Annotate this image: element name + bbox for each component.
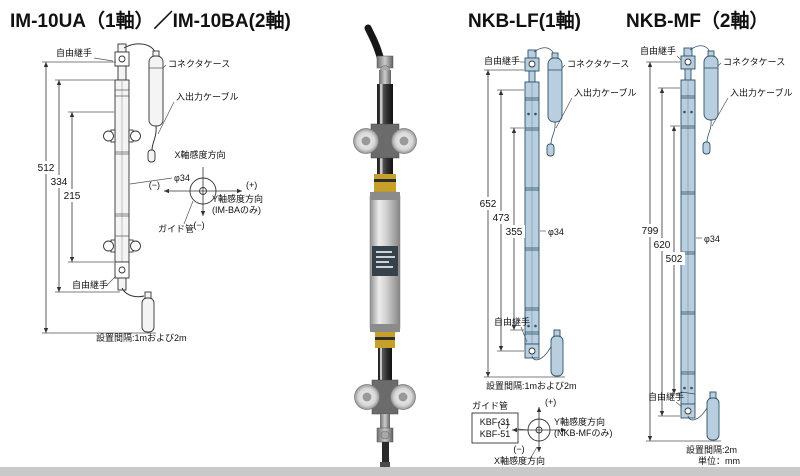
mf-case-cable [689,45,711,53]
lf-label-x-axis: X軸感度方向 [494,455,545,466]
lf-dim-355: 355 [506,227,523,238]
im-guide-wheel [130,130,141,142]
lf-guide-model-2: KBF-51 [480,429,511,439]
mf-dim-799: 799 [642,226,659,237]
im-labels: 自由継手 コネクタケース 入出力ケーブル φ34 自由継手 設置間隔:1mおよび… [56,47,238,343]
mf-label-install-spacing: 設置間隔:2m [686,444,737,455]
mf-dim-620: 620 [654,240,671,251]
lf-connector-case [533,47,563,157]
lf-dim-473: 473 [493,213,510,224]
lf-label-x-minus: (−) [498,419,509,429]
mf-dimensions: 799 620 502 [639,61,721,442]
nkb-lf-diagram: 652 473 355 自由継手 コネクタケース 入出力ケーブル φ34 自由継… [471,47,636,466]
im-guide-wheel [103,130,114,142]
photo-guide-wheels-bottom [354,379,416,415]
mf-free-joint-rod [706,397,720,441]
im-io-cable [151,125,157,151]
title-nkb-lf: NKB-LF(1軸) [468,11,581,32]
im-guide-wheel [103,240,114,252]
lf-label-y-axis-note: (NKB-MFのみ) [554,428,613,438]
lf-io-cable [550,121,556,145]
mf-label-connector-case: コネクタケース [723,57,785,67]
im-sensor-drawing [103,43,155,333]
im-label-x-axis: X軸感度方向 [174,149,225,160]
im-label-connector-case: コネクタケース [168,59,230,69]
im-label-free-joint-bottom: 自由継手 [72,279,108,290]
photo-bottom-joint [376,414,394,470]
im-label-y-axis-note: (IM-BAのみ) [212,205,261,215]
mf-label-diameter: φ34 [704,234,720,244]
lf-label-free-joint-bottom: 自由継手 [494,316,530,327]
lf-label-free-joint-top: 自由継手 [484,55,520,66]
im-label-y-axis: Y軸感度方向 [212,193,263,204]
footer-bar [0,467,800,476]
title-nkb-mf: NKB-MF（2軸） [626,11,769,32]
im-diagram: 512 334 215 自由継手 コネクタケース 入出力ケーブル φ34 自由継… [35,43,263,343]
title-im: IM-10UA（1軸）／IM-10BA(2軸) [10,11,291,32]
lf-labels: 自由継手 コネクタケース 入出力ケーブル φ34 自由継手 設置間隔:1mおよび… [484,55,636,391]
lf-dim-652: 652 [480,199,497,210]
im-axis-indicator: X軸感度方向 (−) (+) Y軸感度方向 (IM-BAのみ) (−) ガイド管 [149,149,263,234]
lf-label-guide-tube: ガイド管 [472,400,508,411]
product-photo [353,24,417,470]
im-dimensions: 512 334 215 [35,61,156,334]
lf-label-diameter: φ34 [548,227,564,237]
mf-label-unit: 単位：mm [698,455,740,466]
lf-free-joint-rod [550,335,564,377]
im-dim-512: 512 [38,163,55,174]
lf-label-y-minus: (−) [513,444,524,454]
im-free-joint-rod [141,297,155,333]
lf-guide-model-1: KBF-31 [480,417,511,427]
lf-dimensions: 652 473 355 [477,69,565,378]
photo-body-label [372,246,398,276]
im-guide-wheel [130,240,141,252]
photo-guide-wheels-top [353,123,417,159]
lf-label-connector-case: コネクタケース [567,59,629,69]
mf-label-free-joint-bottom: 自由継手 [648,391,684,402]
lf-case-cable [533,47,555,55]
lf-guide-model-box [471,412,519,444]
im-label-y-minus: (−) [193,220,204,230]
im-bottom-link [121,287,145,298]
im-dim-334: 334 [51,177,68,188]
lf-sensor-drawing [524,49,564,377]
im-label-install-spacing: 設置間隔:1mおよび2m [96,332,187,343]
im-label-guide-tube: ガイド管 [158,223,194,234]
mf-label-free-joint-top: 自由継手 [640,45,676,56]
im-label-x-minus: (−) [149,180,160,190]
mf-labels: 自由継手 コネクタケース 入出力ケーブル φ34 自由継手 設置間隔:2m 単位… [640,45,792,466]
lf-label-install-spacing: 設置間隔:1mおよび2m [486,380,577,391]
photo-warning-band-top [374,174,396,192]
im-dim-215: 215 [64,191,81,202]
lf-guide-tube-indicator: ガイド管 KBF-31 KBF-51 (+) (−) Y軸感度方向 (NKB-M… [471,397,613,466]
im-label-diameter: φ34 [174,173,190,183]
im-label-io-cable: 入出力ケーブル [176,91,238,102]
mf-label-io-cable: 入出力ケーブル [730,87,792,98]
im-connector-case [123,43,164,163]
nkb-mf-diagram: 799 620 502 自由継手 コネクタケース 入出力ケーブル φ34 自由継… [639,45,792,466]
mf-dim-502: 502 [666,254,683,265]
im-case-cable [123,43,156,53]
im-label-free-joint-top: 自由継手 [56,47,92,58]
lf-label-y-axis: Y軸感度方向 [554,416,605,427]
lf-label-y-plus: (+) [545,397,556,407]
im-label-x-plus: (+) [246,180,257,190]
mf-connector-case [689,45,719,155]
lf-label-io-cable: 入出力ケーブル [574,87,636,98]
mf-io-cable [706,119,712,143]
